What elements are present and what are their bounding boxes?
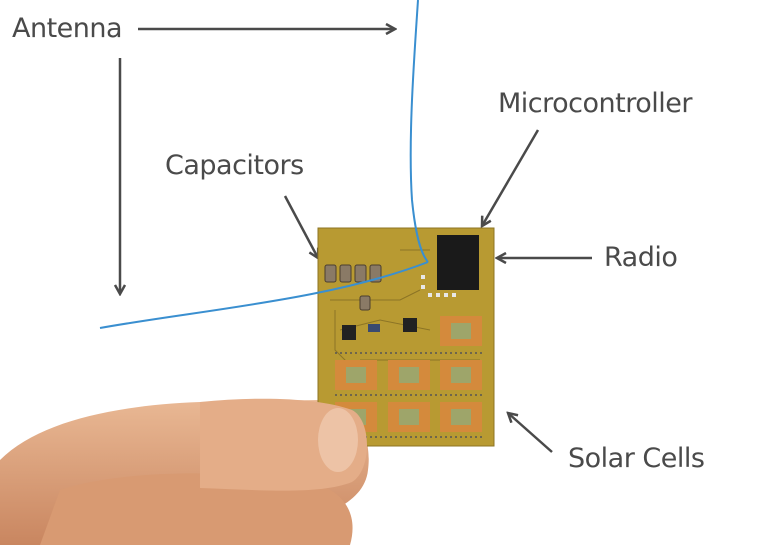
capacitors (324, 264, 382, 311)
radio-label: Radio (604, 242, 678, 273)
capacitors-label: Capacitors (165, 150, 304, 181)
solar-cells-label: Solar Cells (568, 443, 705, 474)
arrows (120, 29, 592, 453)
antenna-label: Antenna (12, 13, 123, 44)
solar-cells-arrow (508, 413, 553, 453)
solar-cells (335, 316, 482, 432)
capacitors-arrow (283, 195, 318, 258)
microcontroller-arrow (482, 129, 540, 226)
microcontroller-chip (437, 235, 479, 290)
pcb-board (317, 227, 495, 447)
microcontroller-label: Microcontroller (498, 88, 692, 119)
antenna-wire (99, 0, 429, 329)
